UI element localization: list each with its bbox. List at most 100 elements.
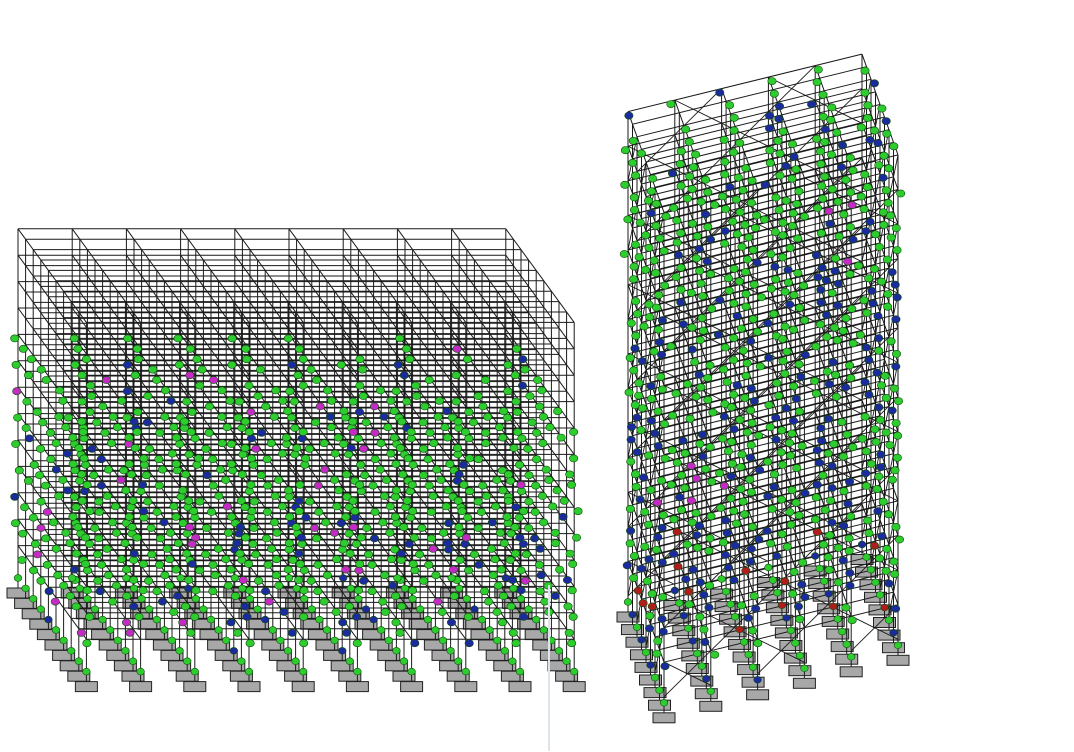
hinge-green	[29, 566, 39, 575]
hinge-magenta	[184, 523, 194, 532]
hinge-green	[675, 159, 685, 168]
hinge-green	[68, 512, 78, 521]
hinge-green	[885, 211, 895, 220]
fixed-support	[864, 591, 887, 603]
hinge-green	[299, 612, 309, 621]
hinge-green	[172, 466, 182, 475]
hinge-green	[503, 470, 513, 479]
hinge-blue	[657, 350, 667, 359]
hinge-blue	[294, 496, 304, 505]
hinge-green	[882, 255, 892, 264]
hinge-blue	[878, 173, 888, 182]
hinge-green	[524, 524, 534, 532]
hinge-green	[862, 183, 872, 191]
hinge-green	[441, 502, 451, 511]
hinge-red	[741, 566, 751, 575]
hinge-green	[240, 503, 250, 512]
hinge-green	[426, 508, 436, 516]
hinge-red	[633, 586, 643, 595]
hinge-magenta	[209, 376, 219, 384]
hinge-blue	[261, 615, 270, 624]
hinge-blue	[550, 592, 560, 600]
hinge-blue	[763, 319, 773, 328]
hinge-blue	[746, 337, 756, 346]
hinge-green	[356, 487, 366, 496]
hinge-green	[53, 571, 63, 580]
hinge-green	[552, 486, 562, 495]
hinge-green	[676, 181, 686, 190]
brace-line	[659, 489, 665, 512]
hinge-green	[706, 270, 716, 278]
hinge-green	[214, 626, 223, 634]
hinge-green	[794, 187, 804, 196]
hinge-green	[619, 250, 629, 258]
hinge-green	[691, 254, 701, 263]
hinge-blue	[845, 477, 855, 486]
hinge-green	[736, 324, 746, 333]
hinge-green	[687, 323, 697, 332]
hinge-green	[182, 549, 192, 558]
hinge-green	[130, 444, 140, 452]
hinge-magenta	[433, 597, 443, 606]
hinge-green	[848, 166, 858, 175]
hinge-green	[228, 466, 238, 475]
hinge-green	[181, 470, 191, 479]
hinge-green	[253, 605, 262, 613]
hinge-blue	[399, 371, 409, 380]
brace-line	[893, 154, 899, 177]
hinge-green	[36, 576, 46, 585]
hinge-blue	[359, 576, 369, 585]
hinge-green	[49, 518, 59, 527]
hinge-green	[353, 667, 362, 676]
hinge-green	[278, 396, 288, 405]
hinge-green	[705, 443, 715, 451]
hinge-green	[696, 279, 706, 288]
hinge-green	[724, 286, 734, 295]
hinge-blue	[660, 662, 670, 671]
fixed-support	[886, 654, 910, 666]
hinge-green	[747, 522, 757, 531]
hinge-green	[227, 360, 237, 369]
hinge-green	[307, 605, 316, 613]
brace-line	[866, 425, 872, 448]
hinge-green	[391, 618, 401, 627]
hinge-green	[108, 518, 118, 527]
hinge-green	[124, 512, 134, 521]
hinge-green	[704, 547, 714, 555]
hinge-green	[773, 588, 782, 597]
hinge-green	[123, 334, 133, 343]
hinge-green	[781, 196, 791, 205]
hinge-blue	[628, 610, 637, 619]
brace-line	[710, 615, 758, 640]
hinge-blue	[754, 535, 764, 544]
hinge-green	[786, 626, 796, 635]
hinge-blue	[760, 180, 770, 189]
hinge-blue	[762, 527, 772, 535]
hinge-green	[787, 174, 797, 183]
hinge-green	[323, 386, 333, 395]
hinge-green	[451, 397, 461, 406]
hinge-green	[459, 480, 469, 489]
hinge-green	[833, 578, 843, 587]
hinge-magenta	[246, 408, 256, 416]
hinge-green	[226, 460, 236, 468]
hinge-green	[463, 612, 473, 621]
brace-line	[804, 246, 852, 271]
hinge-green	[290, 424, 300, 432]
hinge-green	[77, 417, 87, 426]
hinge-blue	[678, 436, 688, 445]
hinge-green	[208, 560, 218, 569]
hinge-blue	[743, 614, 753, 622]
hinge-green	[833, 197, 843, 206]
hinge-blue	[812, 480, 822, 489]
hinge-green	[687, 219, 697, 228]
hinge-green	[208, 481, 218, 490]
hinge-magenta	[76, 628, 86, 637]
brace-line	[768, 353, 816, 378]
hinge-green	[537, 386, 547, 395]
hinge-green	[424, 481, 434, 490]
hinge-blue	[301, 513, 311, 522]
hinge-green	[111, 581, 121, 590]
hinge-green	[545, 423, 555, 432]
hinge-green	[699, 625, 709, 634]
